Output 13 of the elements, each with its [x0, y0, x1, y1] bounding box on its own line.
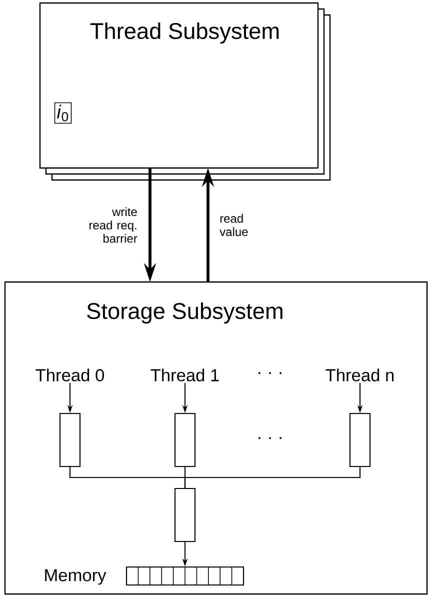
ellipsis: · · ·: [258, 372, 282, 374]
queue-box: [174, 412, 196, 468]
thread-label: Thread n: [326, 368, 394, 382]
edge-label: write read req. barrier: [90, 207, 138, 243]
queue-box: [349, 412, 371, 468]
edge-label: read value: [220, 214, 248, 236]
queue-box: [174, 488, 196, 542]
memory-label: Memory: [45, 569, 106, 585]
ellipsis: · · ·: [258, 437, 282, 440]
queue-box: [59, 412, 81, 468]
thread-label: Thread 0: [36, 368, 104, 382]
thread-label: Thread 1: [150, 368, 219, 382]
index-tag: i$_{0}$: [54, 102, 72, 124]
